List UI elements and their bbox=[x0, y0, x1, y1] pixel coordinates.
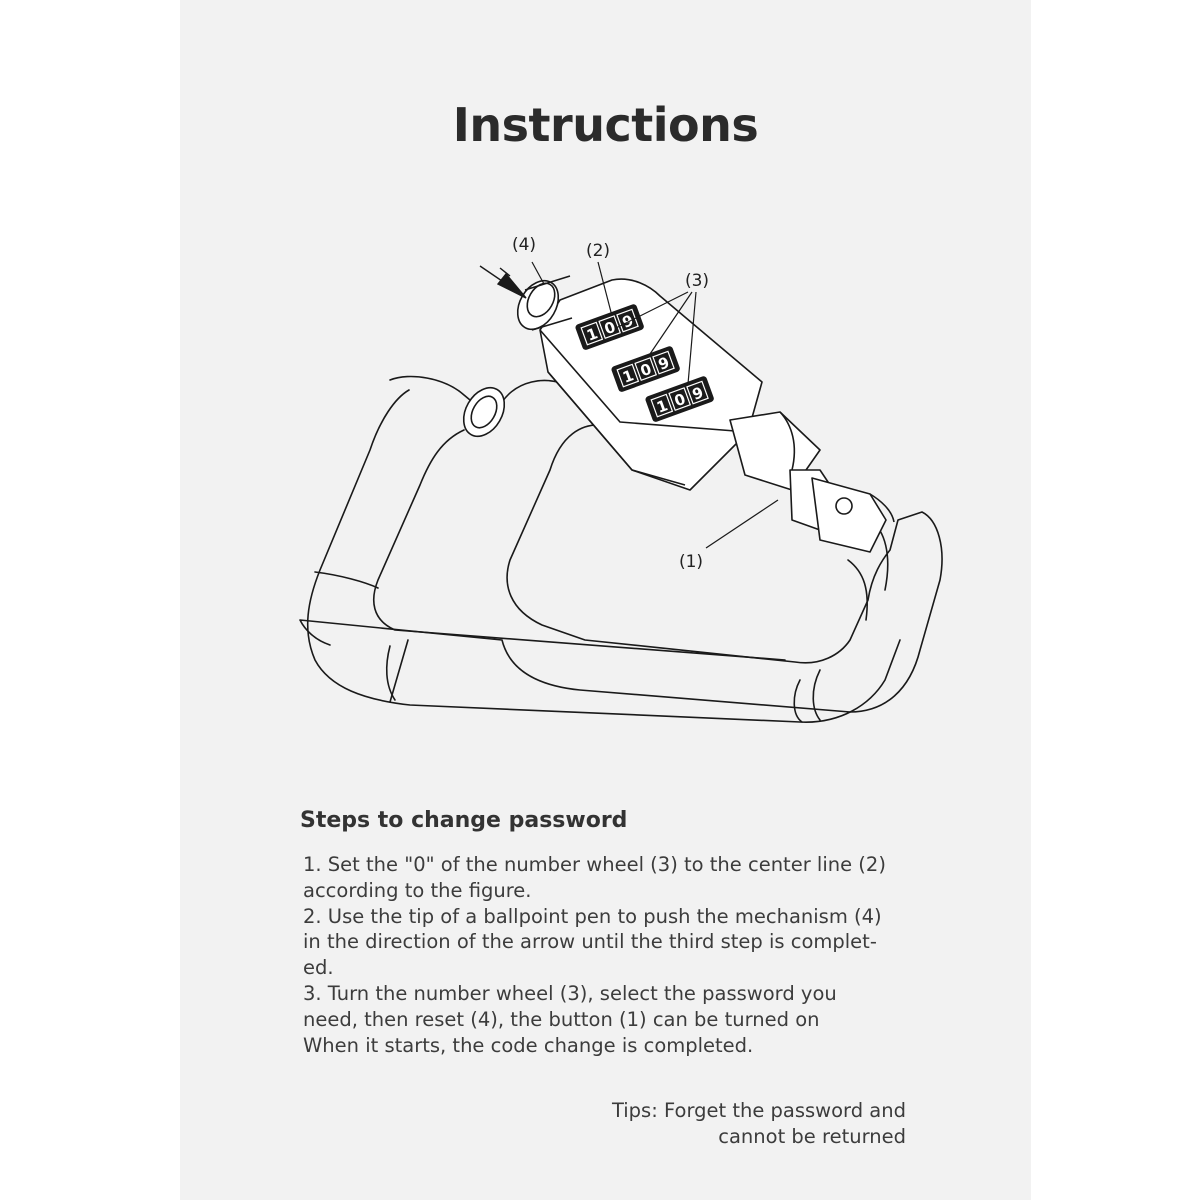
callout-3: (3) bbox=[685, 271, 709, 291]
callout-2: (2) bbox=[586, 241, 610, 261]
release-button bbox=[811, 477, 887, 553]
step-line: When it starts, the code change is compl… bbox=[303, 1033, 754, 1057]
callout-1: (1) bbox=[679, 552, 703, 572]
tips-line: Tips: Forget the password and bbox=[611, 1099, 906, 1122]
number-wheels: 1 0 9 1 0 9 1 0 9 bbox=[575, 304, 714, 422]
push-arrow-icon bbox=[479, 265, 527, 299]
steps-text: 1. Set the "0" of the number wheel (3) t… bbox=[303, 852, 923, 1058]
tips-line: cannot be returned bbox=[718, 1124, 906, 1148]
step-line: 2. Use the tip of a ballpoint pen to pus… bbox=[303, 904, 882, 928]
carabiner-lock-illustration: 1 0 9 1 0 9 1 0 9 bbox=[299, 235, 943, 723]
callout-4: (4) bbox=[512, 235, 536, 255]
step-line: ed. bbox=[303, 956, 334, 980]
instruction-sheet: Instructions bbox=[180, 0, 1031, 1200]
tips-note: Tips: Forget the password and cannot be … bbox=[560, 1098, 906, 1150]
steps-heading: Steps to change password bbox=[300, 808, 628, 833]
step-line: in the direction of the arrow until the … bbox=[303, 930, 877, 954]
step-line: according to the figure. bbox=[303, 878, 532, 902]
page-title: Instructions bbox=[452, 98, 759, 152]
step-line: 3. Turn the number wheel (3), select the… bbox=[303, 981, 837, 1005]
step-line: need, then reset (4), the button (1) can… bbox=[303, 1007, 820, 1031]
step-line: 1. Set the "0" of the number wheel (3) t… bbox=[303, 853, 886, 876]
